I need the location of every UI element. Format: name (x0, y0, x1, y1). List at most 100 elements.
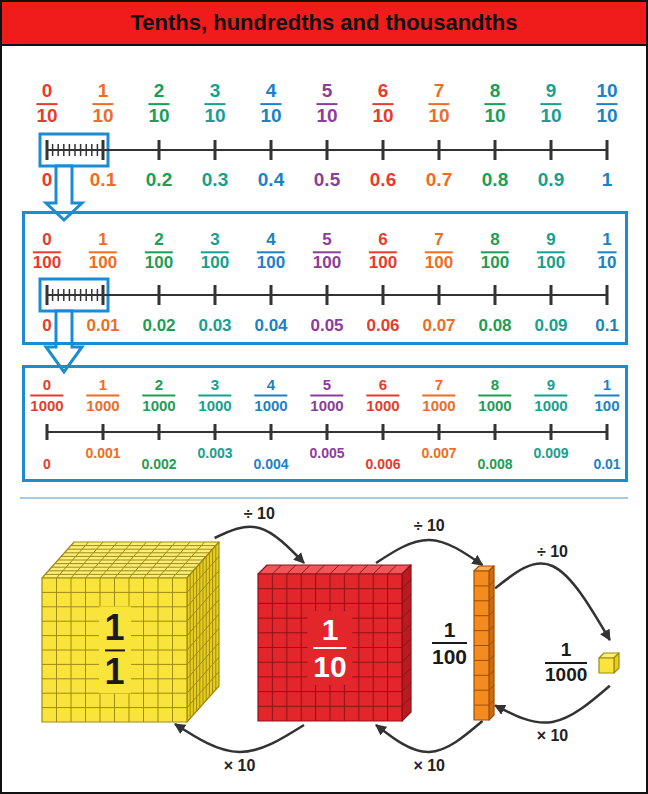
tick-mark (326, 285, 329, 305)
fraction-numerator: 1 (561, 640, 572, 661)
grid-line (199, 564, 200, 708)
fraction-numerator: 8 (490, 231, 499, 250)
fraction: 9100 (537, 231, 565, 272)
fraction-denominator: 10 (260, 106, 281, 127)
fraction-bar (310, 394, 343, 396)
grid-line (402, 580, 411, 589)
fraction: 11000 (545, 640, 587, 686)
grid-line (474, 615, 489, 616)
decimal-label: 0.4 (258, 170, 284, 191)
fraction-denominator: 100 (313, 254, 341, 273)
fraction-denominator: 100 (145, 254, 173, 273)
grid-line (474, 705, 489, 706)
fraction-denominator: 100 (481, 254, 509, 273)
side-face (187, 542, 219, 722)
fraction-denominator: 100 (369, 254, 397, 273)
hundredth-rod: 1100 (432, 565, 495, 721)
grid-line (190, 574, 191, 718)
fraction-numerator: 3 (210, 231, 219, 250)
fraction-denominator: 10 (428, 106, 449, 127)
grid-line (258, 603, 402, 604)
curved-arrow (376, 540, 482, 565)
tick-mark (382, 285, 385, 305)
decimal-label: 0.01 (593, 457, 620, 472)
grid-line (402, 639, 411, 648)
fraction-numerator: 7 (434, 81, 445, 102)
side-face (489, 566, 494, 720)
fraction-denominator: 10 (372, 106, 393, 127)
grid-line (402, 653, 411, 662)
tick-mark (606, 285, 609, 305)
tick-mark (550, 140, 553, 160)
tick-mark (214, 285, 217, 305)
fraction-bar (540, 103, 561, 105)
minor-tick (63, 144, 65, 156)
minor-tick (91, 289, 93, 301)
grid-line (316, 565, 325, 574)
tick-mark (438, 424, 441, 440)
grid-line (48, 570, 193, 571)
decimal-label: 0.03 (198, 317, 231, 336)
fraction-bar (594, 394, 619, 396)
fraction: 510 (316, 81, 337, 127)
thousandth-cube: 11000 (545, 640, 621, 686)
decimal-label: 0.6 (370, 170, 396, 191)
fraction-denominator: 10 (148, 106, 169, 127)
tick-mark (214, 424, 217, 440)
grid-line (196, 567, 197, 711)
fraction-numerator: 4 (266, 81, 277, 102)
fraction-bar (428, 103, 449, 105)
tick-mark (46, 424, 49, 440)
fraction-denominator: 10 (92, 106, 113, 127)
decimal-label: 0.05 (310, 317, 343, 336)
decimal-label: 0.1 (90, 170, 116, 191)
decimal-label: 0.3 (202, 170, 228, 191)
fraction-denominator: 1000 (534, 397, 567, 414)
minor-tick (74, 289, 76, 301)
decimal-label: 0.09 (534, 317, 567, 336)
tick-mark (46, 285, 49, 305)
fraction-numerator: 8 (490, 81, 501, 102)
tick-mark (382, 424, 385, 440)
fraction: 91000 (534, 377, 567, 414)
fraction-denominator: 100 (201, 254, 229, 273)
block-drawing (474, 566, 494, 720)
fraction: 4100 (257, 231, 285, 272)
grid-line (330, 565, 339, 574)
fraction-denominator: 1000 (366, 397, 399, 414)
grid-line (58, 560, 203, 561)
front-face (599, 658, 614, 673)
fraction: 51000 (310, 377, 343, 414)
grid-line (474, 645, 489, 646)
decimal-label: 0.2 (146, 170, 172, 191)
block-drawing (42, 542, 219, 722)
minor-tick (52, 289, 54, 301)
tick-mark (382, 140, 385, 160)
fraction-denominator: 1000 (142, 397, 175, 414)
grid-line (193, 571, 194, 715)
tick-mark (606, 424, 609, 440)
fraction: 6100 (369, 231, 397, 272)
grid-line (489, 685, 494, 690)
tick-mark (46, 140, 49, 160)
tick-mark (494, 424, 497, 440)
fraction-numerator: 1 (444, 618, 456, 641)
fraction-numerator: 3 (211, 377, 219, 394)
arrow-label: × 10 (410, 757, 448, 775)
grid-line (388, 565, 397, 574)
fraction-denominator: 1000 (254, 397, 287, 414)
fraction-denominator: 100 (33, 254, 61, 273)
grid-line (489, 655, 494, 660)
fraction-denominator: 100 (432, 645, 467, 668)
decimal-label: 0 (43, 457, 51, 472)
fraction-bar (369, 251, 397, 253)
fraction-bar (30, 394, 63, 396)
tick-mark (438, 285, 441, 305)
fraction-bar (432, 642, 467, 644)
fraction-bar (313, 251, 341, 253)
fraction-denominator: 10 (36, 106, 57, 127)
fraction-numerator: 9 (546, 231, 555, 250)
grid-line (206, 556, 207, 700)
fraction-numerator: 1 (98, 231, 107, 250)
fraction-numerator: 3 (210, 81, 221, 102)
